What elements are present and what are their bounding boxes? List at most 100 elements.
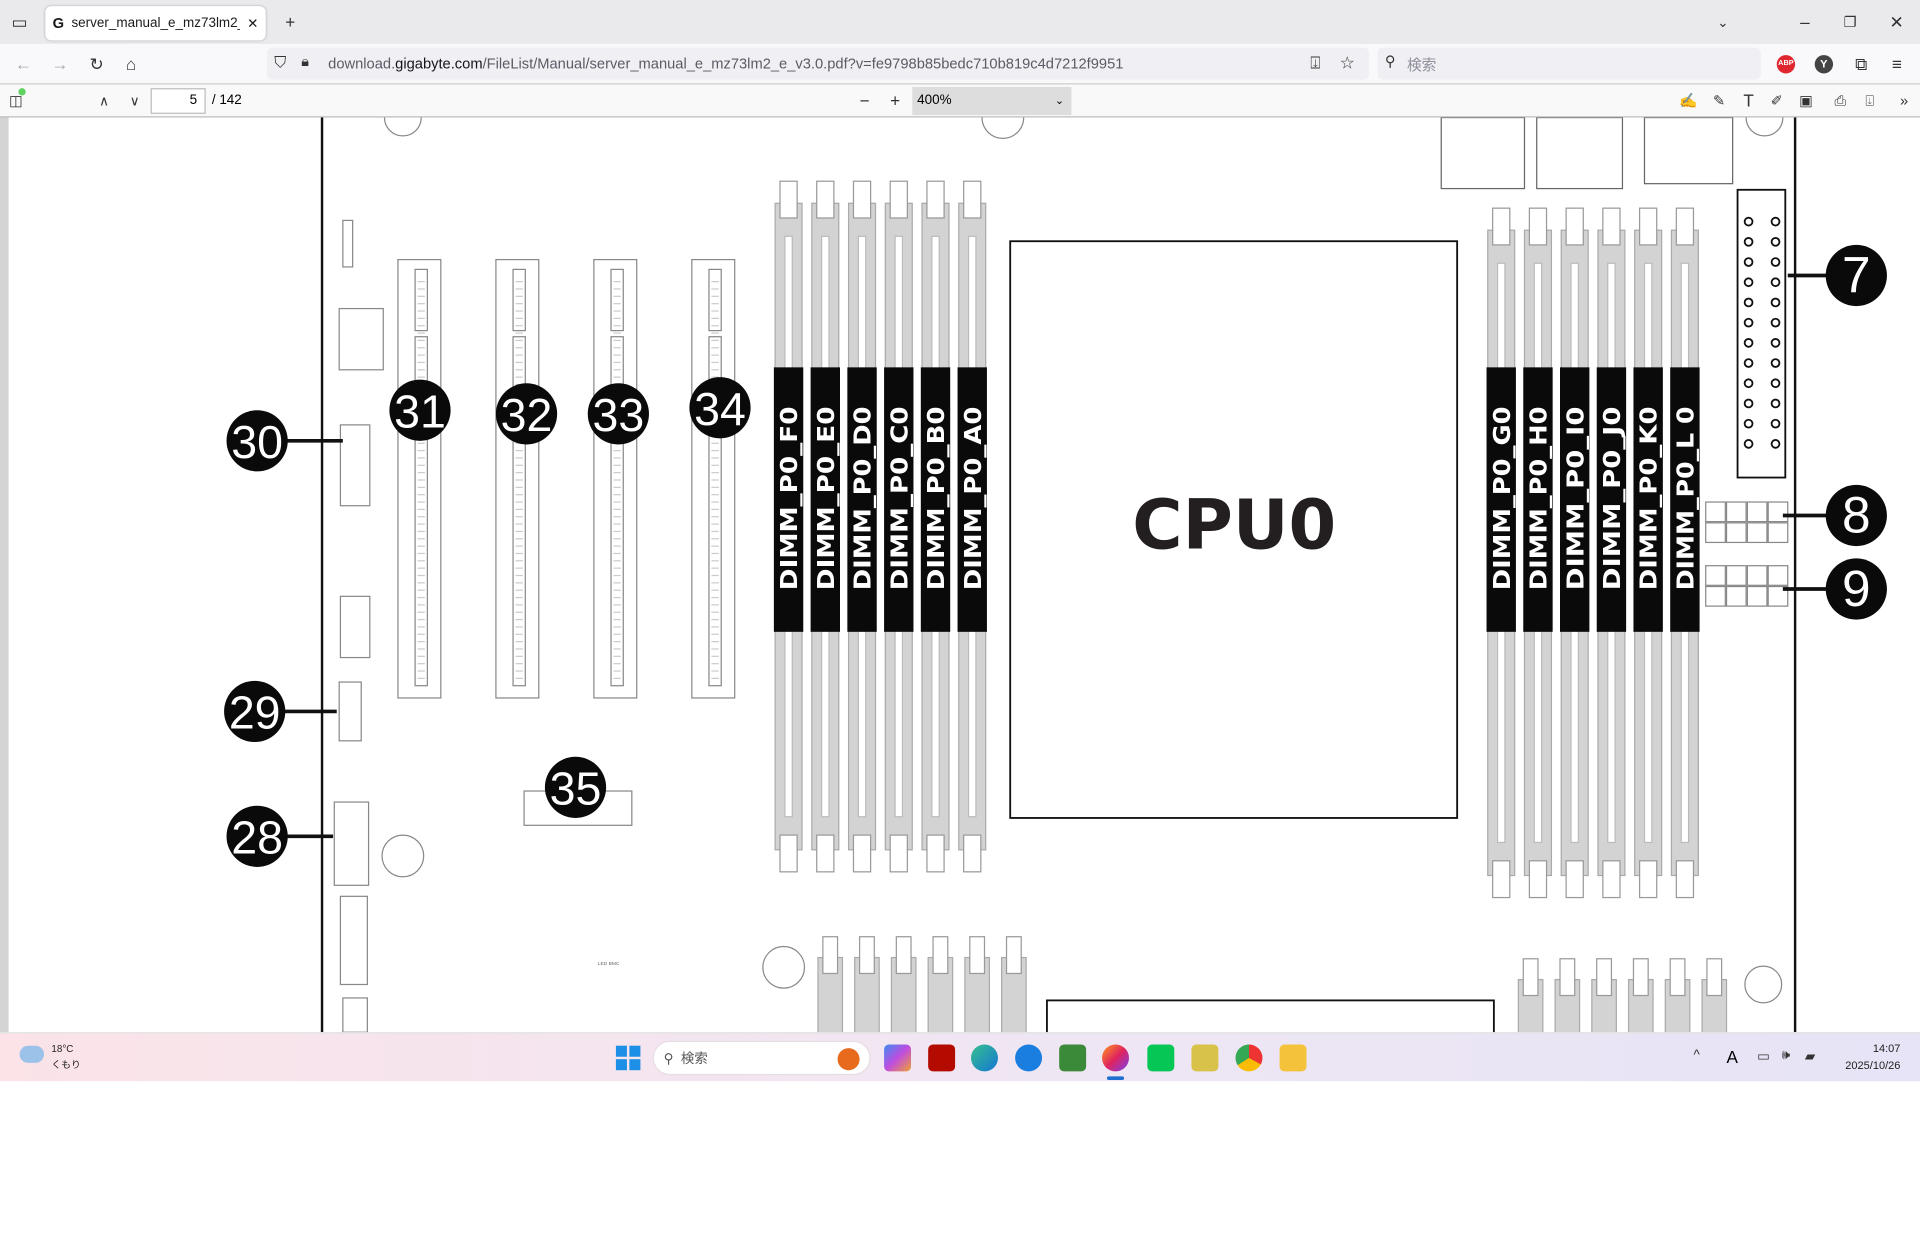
header-connector: [339, 424, 371, 507]
network-icon[interactable]: ▭: [1757, 1049, 1770, 1065]
zoom-out-icon[interactable]: −: [859, 90, 870, 111]
new-tab-icon[interactable]: +: [285, 12, 296, 32]
save-icon[interactable]: ⍗: [1865, 91, 1875, 109]
dimm-label: DIMM_P0_B0: [923, 407, 950, 591]
dimm-slot-dimm_p0_f0: DIMM_P0_F0: [773, 180, 804, 873]
firefox-icon[interactable]: [1102, 1044, 1129, 1072]
weather-temp[interactable]: 18°C: [51, 1043, 74, 1055]
dimm-label: DIMM_P0_E0: [813, 407, 840, 591]
restore-icon[interactable]: ❐: [1843, 13, 1857, 31]
dimm-label: DIMM_P0_L 0: [1672, 407, 1699, 591]
page-number-input[interactable]: 5: [150, 88, 206, 114]
dimm-latch: [779, 834, 798, 873]
dimm-latch: [926, 180, 945, 219]
callout-number: 30: [231, 416, 283, 468]
text-icon[interactable]: T: [1743, 90, 1754, 111]
save-to-pocket-icon[interactable]: ⍗: [1310, 52, 1321, 73]
dimm-latch: [1528, 207, 1548, 246]
extensions-puzzle-icon[interactable]: ⧉: [1855, 53, 1868, 73]
dimm-latch: [816, 834, 835, 873]
highlight-icon[interactable]: ✎: [1713, 91, 1726, 109]
edge-icon[interactable]: [971, 1044, 998, 1072]
callout-32: 32: [495, 383, 558, 445]
back-icon[interactable]: ←: [14, 53, 32, 74]
zoom-select[interactable]: 400%⌄: [912, 86, 1072, 116]
rear-io-connector: [1440, 117, 1526, 190]
pcie-slot: [691, 258, 736, 699]
dimm-latch: [889, 180, 908, 219]
tab-list-icon[interactable]: ▭: [11, 11, 28, 32]
ime-indicator[interactable]: A: [1726, 1046, 1738, 1067]
dimm-latch: [858, 936, 875, 975]
battery-icon[interactable]: ▰: [1804, 1049, 1816, 1065]
mounting-hole: [762, 945, 806, 989]
menu-hamburger-icon[interactable]: ≡: [1891, 53, 1902, 74]
bookmark-star-icon[interactable]: ☆: [1339, 52, 1355, 73]
thunderbird-icon[interactable]: [1015, 1044, 1043, 1072]
header-connector: [338, 307, 384, 371]
acrobat-icon[interactable]: [928, 1044, 956, 1072]
mounting-hole: [383, 117, 422, 137]
search-input[interactable]: ⚲ 検索: [1377, 47, 1761, 80]
zoom-in-icon[interactable]: +: [890, 90, 901, 111]
adblock-plus-icon[interactable]: ABP: [1776, 55, 1796, 74]
taskbar-search-placeholder: 検索: [680, 1051, 708, 1067]
text-editor-icon[interactable]: [1191, 1044, 1219, 1072]
dimm-label-box: [1486, 367, 1516, 632]
taskbar-search[interactable]: ⚲検索: [652, 1040, 871, 1076]
callout-7: 7: [1787, 244, 1887, 307]
url-bar[interactable]: ⛉ 🔒︎ download.gigabyte.com/FileList/Manu…: [266, 47, 1369, 80]
dimm-slot-dimm_p0_g0: DIMM_P0_G0: [1486, 207, 1516, 899]
lock-icon[interactable]: 🔒︎: [301, 52, 310, 70]
image-icon[interactable]: ▣: [1799, 91, 1814, 109]
line-icon[interactable]: [1147, 1044, 1175, 1072]
dimm-latch: [1492, 860, 1511, 899]
dimm-label-box: [773, 367, 804, 632]
callout-34: 34: [689, 377, 751, 439]
next-page-icon[interactable]: ∨: [129, 93, 140, 109]
minimize-icon[interactable]: –: [1800, 12, 1810, 32]
file-explorer-icon[interactable]: [1279, 1044, 1307, 1072]
close-tab-icon[interactable]: ✕: [247, 16, 259, 32]
copilot-icon[interactable]: [884, 1044, 912, 1072]
sidebar-toggle-icon[interactable]: ◫: [8, 91, 23, 109]
start-button[interactable]: [615, 1045, 641, 1071]
shield-icon[interactable]: ⛉: [274, 52, 287, 72]
pdf-toolbar: ◫ ∧ ∨ 5 / 142 − + 400%⌄ ✍ ✎ T ✐ ▣ ⎙ ⍗ »: [0, 84, 1920, 118]
clock-date[interactable]: 2025/10/26: [1845, 1059, 1901, 1072]
cpu-power-connector: [1705, 565, 1789, 607]
clock-time[interactable]: 14:07: [1872, 1042, 1901, 1055]
more-tools-icon[interactable]: »: [1899, 91, 1909, 109]
cpu1-socket-partial: [1046, 999, 1495, 1033]
print-icon[interactable]: ⎙: [1834, 91, 1847, 109]
chrome-icon[interactable]: [1235, 1044, 1263, 1072]
weather-cloud-icon[interactable]: [19, 1045, 45, 1063]
app-icon[interactable]: [1059, 1044, 1087, 1072]
navigation-bar: ← → ↻ ⌂ ⛉ 🔒︎ download.gigabyte.com/FileL…: [0, 44, 1920, 85]
close-window-icon[interactable]: ✕: [1889, 11, 1904, 32]
dimm-label: DIMM_P0_F0: [776, 407, 803, 591]
volume-icon[interactable]: 🕪︎: [1781, 1048, 1791, 1063]
home-icon[interactable]: ⌂: [125, 53, 137, 74]
previous-page-icon[interactable]: ∧: [99, 93, 110, 109]
dimm-label-box: [810, 367, 841, 632]
draw-icon[interactable]: ✐: [1770, 91, 1783, 109]
weather-desc[interactable]: くもり: [51, 1059, 81, 1071]
reload-icon[interactable]: ↻: [89, 53, 104, 73]
add-signature-icon[interactable]: ✍: [1679, 91, 1698, 109]
dimm-latch: [1675, 860, 1695, 899]
dimm-latch: [1528, 860, 1548, 899]
extension-y-icon[interactable]: Y: [1814, 55, 1834, 74]
dimm-latch: [1669, 958, 1686, 997]
show-hidden-icons[interactable]: ^: [1693, 1048, 1700, 1063]
callout-circle: [1825, 558, 1887, 620]
forward-icon[interactable]: →: [51, 53, 69, 74]
tab-pdf[interactable]: G server_manual_e_mz73lm2_e_v3.0.pdf ✕: [45, 6, 266, 41]
mounting-hole: [981, 117, 1025, 139]
dimm-latch: [969, 936, 986, 975]
dimm-latch: [852, 180, 872, 219]
dimm-latch: [779, 180, 798, 219]
list-all-tabs-icon[interactable]: ⌄: [1717, 15, 1729, 31]
callout-number: 9: [1842, 559, 1871, 617]
